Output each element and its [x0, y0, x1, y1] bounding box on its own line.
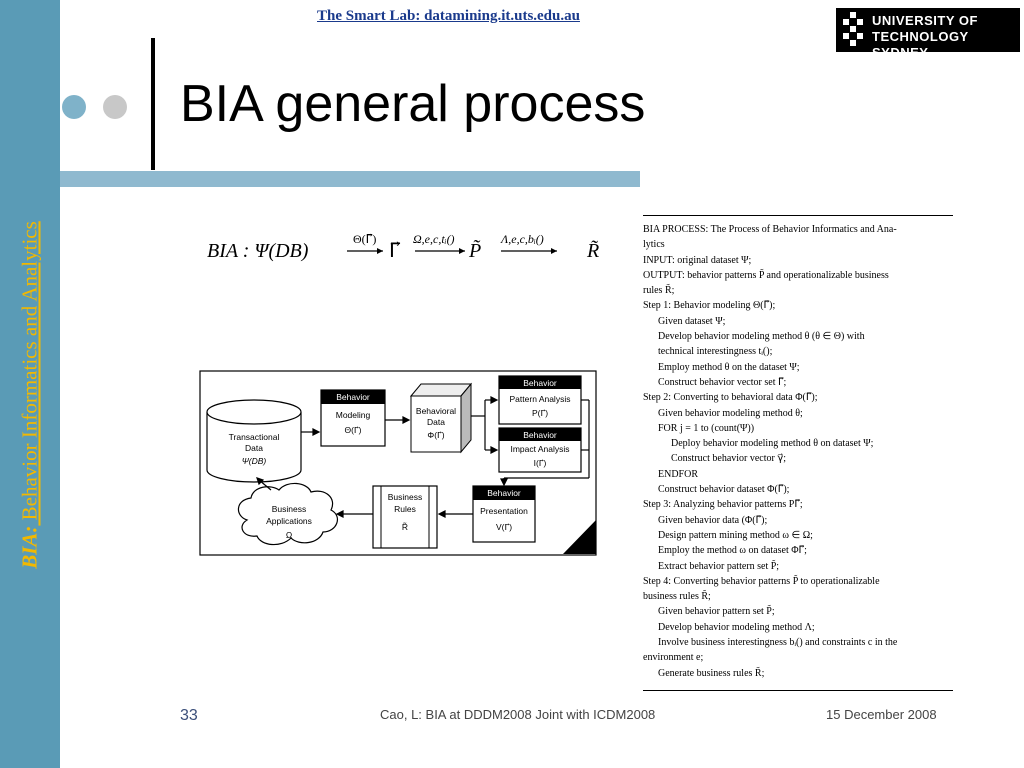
modeling-body-1: Modeling	[336, 410, 371, 420]
behavioral-label-1: Behavioral	[416, 406, 456, 416]
presentation-body-2: V(Γ⃗)	[496, 522, 512, 532]
algorithm-line: Step 1: Behavior modeling Θ(Γ⃗);	[643, 300, 776, 312]
impact-analysis-box: Behavior Impact Analysis I(Γ⃗)	[498, 427, 582, 473]
modeling-head: Behavior	[336, 392, 370, 402]
presentation-box: Behavior Presentation V(Γ⃗)	[472, 485, 536, 543]
algorithm-line: OUTPUT: behavior patterns P̃ and operati…	[643, 269, 889, 281]
business-applications-cloud: Business Applications Ω	[237, 482, 339, 546]
impact-head: Behavior	[523, 430, 557, 440]
bia-process-diagram: Transactional Data Ψ(DB) Behavior Modeli…	[199, 370, 597, 556]
uts-logo-line-2: TECHNOLOGY SYDNEY	[872, 29, 969, 60]
algorithm-line: Involve business interestingness bᵢ() an…	[658, 637, 898, 649]
rules-label-3: R̃	[402, 522, 408, 532]
uts-logo: UNIVERSITY OF TECHNOLOGY SYDNEY	[836, 8, 1020, 60]
impact-body-2: I(Γ⃗)	[534, 458, 547, 468]
algorithm-line: Design pattern mining method ω ∈ Ω;	[658, 529, 813, 541]
transactional-data-cylinder: Transactional Data Ψ(DB)	[206, 399, 302, 483]
sidebar-vertical-title: BIA: Behavior Informatics and Analytics	[18, 221, 43, 569]
sidebar-title-link[interactable]: Behavior Informatics and Analytics	[17, 221, 42, 526]
algorithm-line: Construct behavior vector γ⃗;	[671, 453, 787, 465]
apps-label-3: Ω	[286, 530, 292, 540]
footer-citation: Cao, L: BIA at DDDM2008 Joint with ICDM2…	[380, 707, 656, 722]
algorithm-line: INPUT: original dataset Ψ;	[643, 254, 752, 266]
modeling-body-2: Θ(Γ⃗)	[344, 425, 361, 435]
algorithm-line: Construct behavior vector set Γ⃗;	[658, 376, 787, 388]
behavior-modeling-box: Behavior Modeling Θ(Γ⃗)	[320, 389, 386, 447]
algorithm-line: Step 2: Converting to behavioral data Φ(…	[643, 392, 818, 404]
transactional-label-3: Ψ(DB)	[242, 456, 267, 466]
algorithm-line: Generate business rules R̃;	[658, 667, 765, 679]
formula-arrow2-label: Ω,e,c,tᵢ()	[413, 232, 455, 246]
rules-label-1: Business	[388, 492, 423, 502]
pattern-body-1: Pattern Analysis	[510, 394, 571, 404]
formula-gamma: Γ⃗	[389, 240, 401, 262]
slide-title: BIA general process	[180, 75, 646, 133]
algorithm-line: Construct behavior dataset Φ(Γ⃗);	[658, 484, 790, 496]
algorithm-line: Given behavior data (Φ(Γ⃗);	[658, 514, 768, 526]
algorithm-line: Deploy behavior modeling method θ on dat…	[671, 438, 874, 450]
algorithm-line: rules R̃;	[643, 285, 675, 297]
business-rules-box: Business Rules R̃	[372, 485, 438, 549]
pattern-analysis-box: Behavior Pattern Analysis P(Γ⃗)	[498, 375, 582, 425]
diagram-arrows	[256, 396, 590, 518]
apps-label-2: Applications	[266, 516, 312, 526]
formula-lhs: BIA : Ψ(DB)	[207, 240, 309, 262]
algorithm-line: Given behavior pattern set P̃;	[658, 606, 775, 618]
algorithm-line: technical interestingness tᵢ();	[658, 346, 773, 358]
algorithm-line: Given dataset Ψ;	[658, 315, 726, 327]
uts-logo-emblem-icon	[843, 12, 863, 46]
behavioral-data-box: Behavioral Data Φ(Γ⃗)	[409, 382, 473, 454]
behavioral-label-2: Data	[427, 417, 445, 427]
transactional-label-2: Data	[245, 443, 263, 453]
presentation-body-1: Presentation	[480, 506, 528, 516]
uts-logo-text: UNIVERSITY OF TECHNOLOGY SYDNEY	[872, 13, 1020, 61]
algorithm-line: Given behavior modeling method θ;	[658, 407, 803, 419]
behavioral-label-3: Φ(Γ⃗)	[427, 430, 444, 440]
decor-dot-1	[62, 95, 86, 119]
impact-body-1: Impact Analysis	[510, 444, 569, 454]
algorithm-line: BIA PROCESS: The Process of Behavior Inf…	[643, 224, 897, 235]
rules-label-2: Rules	[394, 504, 416, 514]
algorithm-line: Step 4: Converting behavior patterns P̃ …	[643, 575, 880, 587]
uts-logo-line-1: UNIVERSITY OF	[872, 13, 978, 28]
title-underline-bar	[60, 171, 640, 187]
sidebar-title-lead: BIA:	[17, 525, 42, 569]
lab-website-link[interactable]: The Smart Lab: datamining.it.uts.edu.au	[317, 8, 580, 24]
algorithm-line: Employ method θ on the dataset Ψ;	[658, 361, 800, 373]
algorithm-line: ENDFOR	[658, 468, 699, 480]
algorithm-line: lytics	[643, 239, 665, 251]
presentation-head: Behavior	[487, 488, 521, 498]
formula-arrow3-label: Λ,e,c,bᵢ()	[500, 232, 544, 246]
page-number: 33	[180, 707, 198, 724]
formula-p: P̃	[468, 239, 481, 262]
pattern-body-2: P(Γ⃗)	[532, 408, 548, 418]
algorithm-line: Develop behavior modeling method θ (θ ∈ …	[658, 331, 865, 343]
algorithm-line: Develop behavior modeling method Λ;	[658, 621, 815, 633]
algorithm-line: Extract behavior pattern set P̃;	[658, 560, 780, 572]
transactional-label-1: Transactional	[229, 432, 280, 442]
algorithm-line: business rules R̃;	[643, 591, 711, 603]
pattern-head: Behavior	[523, 378, 557, 388]
algorithm-line: FOR j = 1 to (count(Ψ))	[658, 422, 755, 434]
algorithm-line: Employ the method ω on dataset ΦΓ⃗;	[658, 545, 807, 557]
decor-dot-2	[103, 95, 127, 119]
title-divider	[151, 38, 155, 170]
bia-process-algorithm: BIA PROCESS: The Process of Behavior Inf…	[643, 215, 953, 691]
formula-r: R̃	[586, 239, 599, 262]
bia-formula: BIA : Ψ(DB) Θ(Γ⃗) Γ⃗ Ω,e,c,tᵢ() P̃ Λ,e,c…	[207, 232, 599, 262]
apps-label-1: Business	[272, 504, 307, 514]
sidebar	[0, 0, 60, 768]
algorithm-line: Step 3: Analyzing behavior patterns PΓ⃗;	[643, 499, 803, 511]
algorithm-line: environment e;	[643, 652, 704, 664]
formula-arrow1-label: Θ(Γ⃗)	[353, 232, 376, 246]
footer-date: 15 December 2008	[826, 707, 937, 722]
